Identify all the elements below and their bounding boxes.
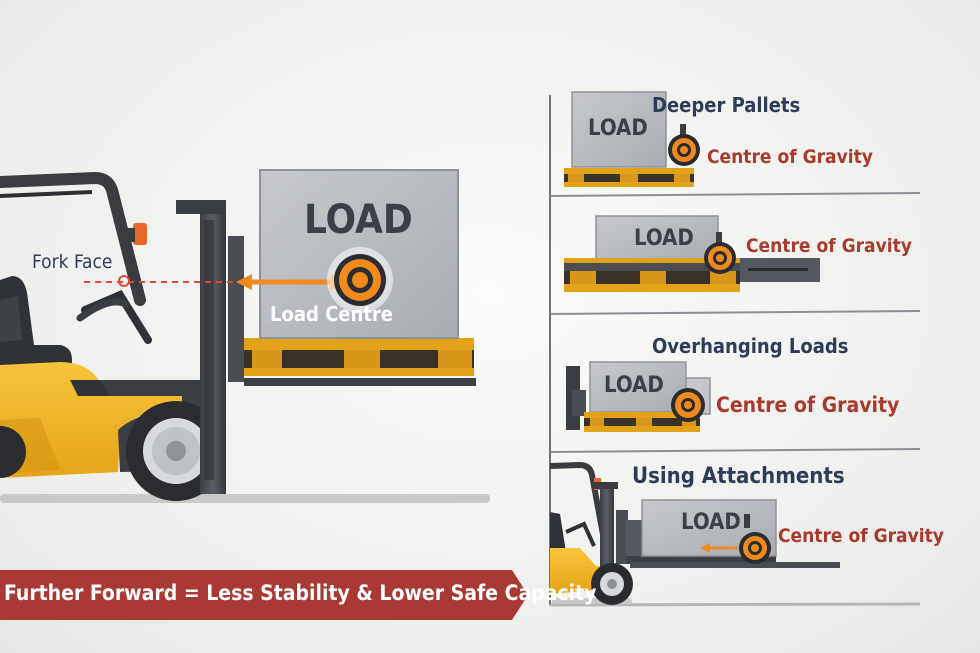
stability-warning-banner [0, 570, 528, 620]
panel3-title: Overhanging Loads [652, 334, 849, 358]
fork-face-marker [118, 275, 130, 287]
main-load-label: LOAD [304, 197, 413, 243]
panel1-cog-marker [668, 134, 700, 166]
panel-overhanging-loads [566, 361, 711, 432]
panel3-cog-marker [671, 388, 705, 422]
panel3-cog-label: Centre of Gravity [716, 393, 900, 417]
main-forklift [0, 171, 490, 503]
fork-carriage [228, 236, 244, 382]
panel4-load-label: LOAD [681, 510, 741, 535]
panel4-attachment [626, 520, 644, 562]
panel-deeper-pallets [564, 91, 700, 187]
fork-face-label: Fork Face [32, 251, 113, 273]
rear-wheel [0, 426, 26, 478]
panel2-cog-label: Centre of Gravity [746, 235, 912, 257]
forks [244, 378, 476, 386]
main-cog-marker [327, 247, 393, 313]
overhead-guard [0, 171, 146, 306]
panel4-cog-marker [739, 532, 771, 564]
ground-shadow [0, 494, 490, 503]
load-centre-label: Load Centre [270, 302, 394, 326]
panel-extended-forks [564, 215, 820, 292]
panel2-cog-marker [704, 242, 736, 274]
panel2-fork-extension [564, 263, 820, 271]
panel4-title: Using Attachments [632, 464, 845, 489]
panel1-load-label: LOAD [588, 116, 648, 141]
panel3-load-label: LOAD [604, 373, 664, 398]
panel1-title: Deeper Pallets [652, 93, 801, 117]
panel2-load-label: LOAD [634, 226, 694, 251]
panel4-forklift-body [550, 548, 620, 594]
panel4-cog-label: Centre of Gravity [778, 525, 944, 547]
panel1-cog-label: Centre of Gravity [707, 146, 873, 168]
main-pallet [244, 338, 474, 376]
panel-using-attachments [549, 461, 840, 605]
stability-warning-text: Further Forward = Less Stability & Lower… [4, 581, 597, 605]
beacon-light [133, 223, 147, 245]
panel1-load-box [571, 91, 667, 168]
